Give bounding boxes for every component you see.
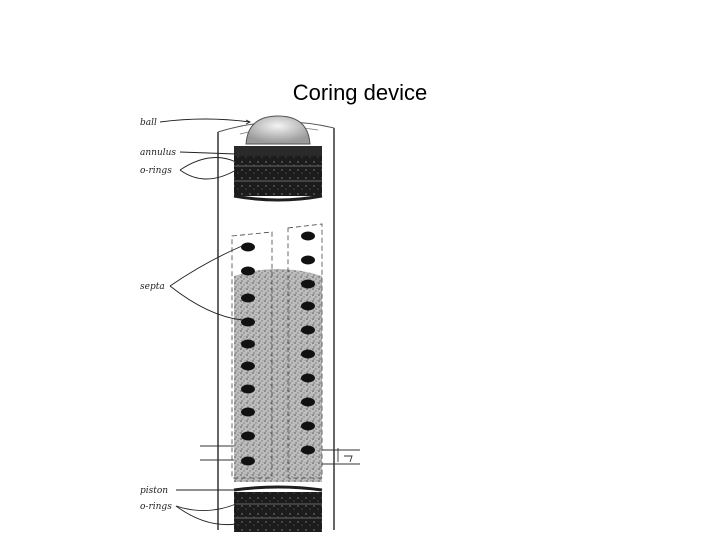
leader-lines [159, 118, 252, 526]
side-fitting [200, 445, 360, 465]
label-piston: piston [140, 486, 168, 496]
label-ball: ball [140, 118, 157, 128]
label-o-rings-bottom: o-rings [140, 502, 172, 512]
sediment-core [234, 269, 322, 482]
label-annulus: annulus [140, 148, 176, 158]
piston [233, 485, 323, 532]
label-o-rings-top: o-rings [140, 166, 172, 176]
slide-title: Coring device [292, 80, 428, 105]
label-septa: septa [140, 282, 165, 292]
ball-shape [245, 115, 311, 145]
septa-frames [231, 223, 323, 479]
top-seal [233, 146, 323, 202]
septa-ports-right [301, 231, 315, 455]
septa-ports-left [241, 242, 255, 466]
